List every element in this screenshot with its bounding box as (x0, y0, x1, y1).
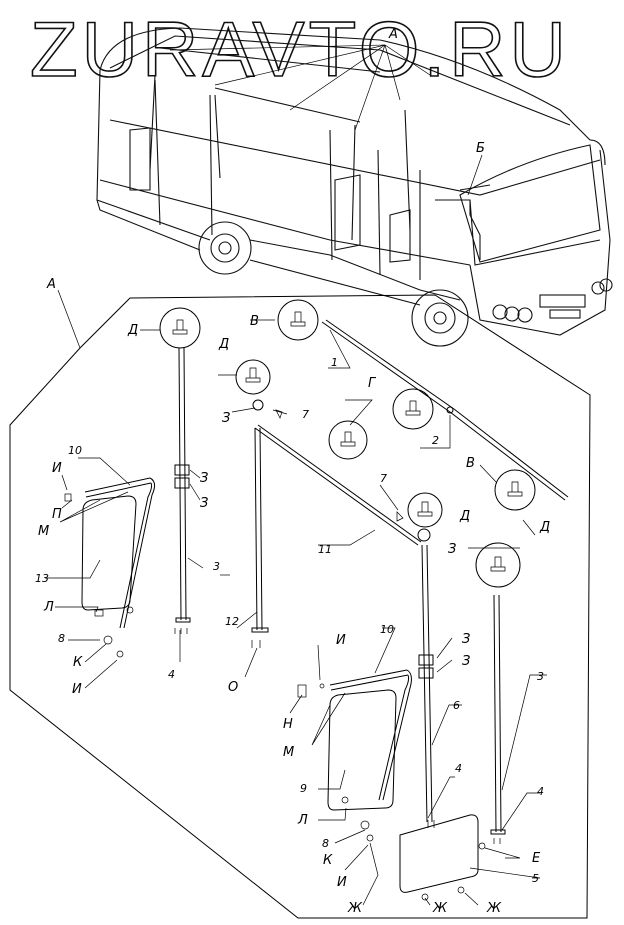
label-num-4-1: 4 (168, 668, 175, 681)
label-num-3-1: 3 (213, 560, 220, 573)
label-i-3: И (336, 633, 346, 648)
label-num-9: 9 (300, 782, 307, 795)
label-k-2: К (323, 853, 333, 868)
bus-illustration (96, 27, 613, 347)
callout-b-bus: Б (476, 141, 485, 156)
label-z-4: З (200, 496, 208, 511)
label-num-2: 2 (432, 434, 439, 447)
label-d-3: Д (459, 509, 470, 524)
label-zh-2: Ж (432, 901, 448, 916)
label-v-1: В (250, 314, 259, 329)
label-n: Н (283, 717, 293, 732)
pole-3-left (174, 347, 191, 623)
label-num-6: 6 (453, 699, 460, 712)
label-num-8-2: 8 (322, 837, 329, 850)
label-z-2: З (448, 542, 456, 557)
detail-circles (159, 299, 536, 588)
label-o: О (228, 680, 238, 695)
rail-11 (254, 424, 422, 546)
pole-3-right (490, 594, 506, 835)
frame-leader (57, 289, 81, 349)
label-z-1: З (222, 411, 230, 426)
label-l-2: Л (297, 813, 308, 828)
label-e: Е (532, 851, 541, 866)
label-num-3-2: 3 (537, 670, 544, 683)
label-i-1: И (52, 461, 62, 476)
label-k-1: К (73, 655, 83, 670)
label-num-7-2: 7 (380, 472, 387, 485)
label-g: Г (368, 376, 377, 391)
label-num-11: 11 (318, 543, 332, 556)
label-num-12: 12 (225, 615, 239, 628)
label-l-1: Л (43, 600, 54, 615)
leader-lines (45, 319, 547, 906)
watermark: ZURAVTO.RU (30, 5, 570, 93)
label-z-5: З (462, 632, 470, 647)
label-z-3: З (200, 471, 208, 486)
label-num-5: 5 (532, 872, 539, 885)
rail-1-2 (321, 319, 569, 501)
pole-6 (417, 528, 434, 823)
label-num-13: 13 (35, 572, 49, 585)
label-d-4: Д (539, 520, 550, 535)
label-num-7-1: 7 (302, 408, 309, 421)
detail-frame (9, 294, 591, 919)
label-num-10-2: 10 (380, 623, 394, 636)
label-num-4-2: 4 (455, 762, 462, 775)
frame-label-a: А (46, 277, 56, 292)
label-zh-3: Ж (486, 901, 502, 916)
label-zh-1: Ж (347, 901, 363, 916)
callout-a-bus: А (388, 27, 398, 42)
label-i-4: И (337, 875, 347, 890)
panel-5 (399, 814, 486, 893)
label-d-1: Д (127, 323, 138, 338)
label-num-1: 1 (331, 356, 338, 369)
label-m-2: М (283, 745, 294, 760)
panel-13-assembly (64, 477, 156, 629)
label-num-4-3: 4 (537, 785, 544, 798)
label-i-2: И (72, 682, 82, 697)
fasteners (103, 409, 501, 901)
panel-9-assembly (297, 669, 412, 811)
label-m-1: М (38, 524, 49, 539)
label-d-2: Д (218, 337, 229, 352)
label-z-6: З (462, 654, 470, 669)
label-p: П (52, 507, 62, 522)
label-num-10-1: 10 (68, 444, 82, 457)
pole-12 (251, 399, 269, 633)
label-num-8-1: 8 (58, 632, 65, 645)
label-v-2: В (466, 456, 475, 471)
